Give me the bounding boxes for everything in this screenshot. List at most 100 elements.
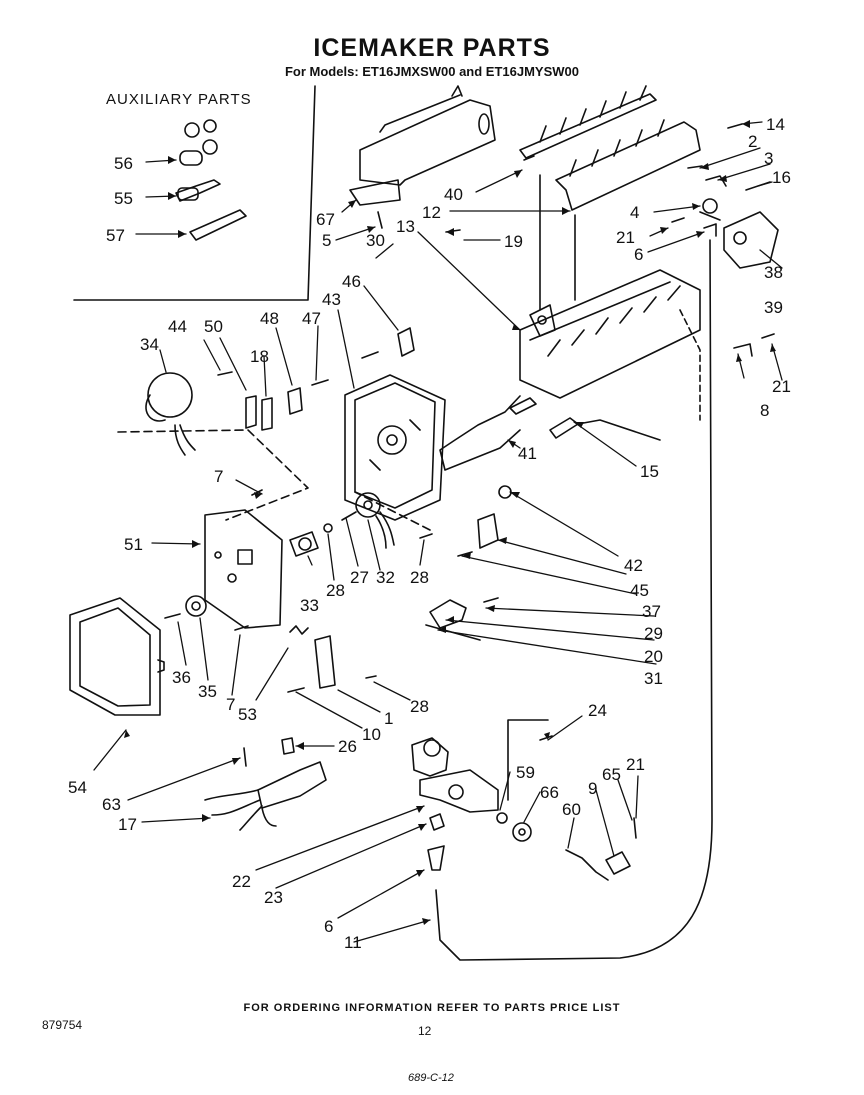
ejector-blade [555,119,701,211]
callout: 27 [350,568,369,587]
water-valve [411,719,549,824]
part-47 [311,379,329,386]
callout: 3 [764,149,773,168]
part-28a [323,523,333,533]
tube-60 [565,849,609,881]
part-8 [733,343,753,357]
ice-mold [519,174,701,421]
fitting-6b [427,845,445,871]
part-48 [287,387,303,415]
fitting-6a [703,223,717,237]
callout: 45 [630,581,649,600]
auxiliary-parts-heading: AUXILIARY PARTS [106,91,252,108]
callout: 63 [102,795,121,814]
mounting-bracket [349,85,496,206]
page-number: 12 [418,1024,432,1038]
callout: 12 [422,203,441,222]
front-cover [69,597,165,716]
callout: 42 [624,556,643,575]
callout: 65 [602,765,621,784]
callout: 24 [588,701,607,720]
screw-40 [523,155,535,161]
callout: 29 [644,624,663,643]
callout: 31 [644,669,663,688]
switch-33 [289,531,319,557]
callout: 33 [300,596,319,615]
callout: 43 [322,290,341,309]
screw-21b [761,333,775,339]
part-7a [251,489,263,496]
part-3 [705,175,727,187]
screw-36 [164,613,181,619]
callout: 54 [68,778,87,797]
switch-housing-38 [723,211,779,269]
part-46 [361,351,379,359]
aux-part-56 [179,119,218,166]
callout: 57 [106,226,125,245]
callout: 19 [504,232,523,251]
callout: 17 [118,815,137,834]
auxiliary-box-border [73,85,316,301]
arrowheads [124,120,776,925]
wiring-dashed-right [354,491,431,531]
callout: 44 [168,317,187,336]
part-50 [245,395,257,429]
callout: 11 [344,933,362,952]
aux-part-57 [189,209,247,241]
part-2 [687,165,703,169]
ordering-note: FOR ORDERING INFORMATION REFER TO PARTS … [243,1002,621,1014]
callout: 28 [410,697,429,716]
leader-lines [93,121,783,943]
callout: 35 [198,682,217,701]
callout: 39 [764,298,783,317]
callout: 47 [302,309,321,328]
callout: 51 [124,535,143,554]
callout: 7 [214,467,223,486]
callout: 2 [748,132,757,151]
callout-labels: 56 55 57 67 5 30 13 12 40 19 14 2 3 16 4… [68,115,791,952]
callout: 53 [238,705,257,724]
callout: 59 [516,763,535,782]
page-title: ICEMAKER PARTS [313,34,551,62]
part-30 [397,327,415,357]
callout: 21 [626,755,645,774]
callout: 37 [642,602,661,621]
spring-53 [289,625,309,635]
callout: 16 [772,168,791,187]
callout: 56 [114,154,133,173]
thermostat [509,397,537,415]
callout: 7 [226,695,235,714]
callout: 46 [342,272,361,291]
callout: 4 [630,203,639,222]
callout: 36 [172,668,191,687]
handwritten-note: 689-C-12 [408,1072,454,1084]
callout: 5 [322,231,331,250]
callout: 32 [376,568,395,587]
models-subtitle: For Models: ET16JMXSW00 and ET16JMYSW00 [284,64,580,79]
callout: 28 [410,568,429,587]
callout: 34 [140,335,159,354]
part-21a [671,217,685,223]
nut-26 [281,737,295,755]
part-27 [341,511,357,521]
callout: 26 [338,737,357,756]
callout: 18 [250,347,269,366]
part-10 [287,687,305,693]
circuit-board [204,509,283,629]
callout: 21 [616,228,635,247]
callout: 21 [772,377,791,396]
fill-cup-sensor [549,417,661,441]
motor [145,372,196,456]
document-number: 879754 [42,1018,83,1032]
water-tube [435,239,713,961]
control-housing [344,374,446,521]
callout: 55 [114,189,133,208]
callout: 22 [232,872,251,891]
callout: 1 [384,709,393,728]
callout: 8 [760,401,769,420]
callout: 38 [764,263,783,282]
screw-14 [727,123,743,129]
screw-21c [633,817,637,839]
callout: 13 [396,217,415,236]
